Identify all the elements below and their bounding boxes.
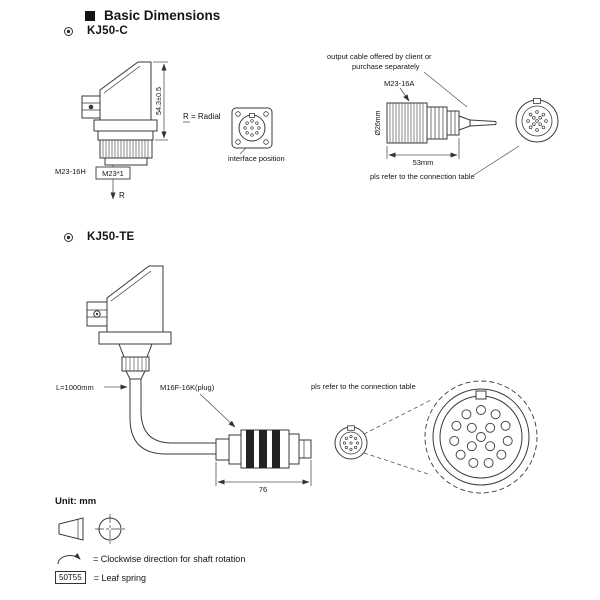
- kj50c-interface-note: interface position: [228, 154, 285, 163]
- leaf-spring-legend-row: 50T55 = Leaf spring: [55, 571, 146, 584]
- cable-tail: [469, 119, 497, 127]
- kj50c-height-dimension: [153, 61, 168, 141]
- flange-face-view: [231, 107, 273, 149]
- header-square-icon: [85, 10, 95, 21]
- kj50c-diameter-label: Ø26mm: [375, 110, 382, 135]
- crosshair-icon: [95, 514, 125, 544]
- rotation-note: = Clockwise direction for shaft rotation: [93, 554, 246, 564]
- gland-hatch: [125, 357, 147, 371]
- kj50c-side-view: [81, 61, 158, 167]
- legend-icons: [55, 513, 140, 552]
- cable-note-line1: output cable offered by client or: [327, 52, 432, 61]
- thread-hatch: [102, 140, 149, 158]
- kj50c-connection-note: pls refer to the connection table: [370, 172, 475, 181]
- m16-length-dimension: [215, 460, 312, 486]
- kj50te-plug-length-label: 76: [259, 485, 267, 494]
- interface-leader: [239, 147, 247, 155]
- plug-model-leader: [399, 87, 410, 102]
- m23-face-view: [515, 98, 559, 143]
- section-title-kj50c: KJ50-C: [87, 25, 128, 37]
- rib-lines: [430, 107, 444, 139]
- connection-note-leader: [473, 145, 520, 176]
- nut-lines: [450, 111, 456, 135]
- plug-leader: [199, 393, 236, 428]
- kj50c-length-label: 53mm: [413, 158, 434, 167]
- m16-plug-drawing: [215, 429, 312, 469]
- page-title: Basic Dimensions: [104, 8, 221, 23]
- m23-length-dimension: [386, 138, 460, 159]
- section-kj50c: KJ50-C: [63, 25, 128, 37]
- cone-icon: [58, 517, 84, 541]
- kj50c-plug-model-label: M23-16A: [384, 79, 414, 88]
- cable-note-leader: [423, 71, 468, 108]
- kj50c-height-dim-label: 54.3±0.5: [154, 87, 163, 115]
- section-bullet-icon: [64, 232, 73, 242]
- m16-detail-view: [424, 380, 538, 494]
- clockwise-arrow-icon: [57, 552, 81, 565]
- m23-connector-drawing: [386, 102, 497, 144]
- kj50c-thread-label: M23-16H: [55, 167, 86, 176]
- cable-note-line2: purchase separately: [352, 62, 420, 71]
- cable-bend: [129, 379, 216, 455]
- kj50te-connection-note: pls refer to the connection table: [311, 382, 416, 391]
- kj50te-plug-model-label: M16F-16K(plug): [160, 383, 215, 392]
- kj50te-side-view: [86, 265, 216, 455]
- kj50te-cable-length-label: L=1000mm: [56, 383, 94, 392]
- section-title-kj50te: KJ50-TE: [87, 231, 135, 243]
- page-header: Basic Dimensions: [85, 8, 220, 23]
- kj50c-radial-r-label: R: [119, 191, 125, 200]
- unit-note: Unit: mm: [55, 496, 97, 507]
- kj50c-radial-note: R = Radial: [183, 112, 221, 121]
- barrel-knurl: [389, 103, 424, 143]
- detail-projection-lines: [363, 399, 432, 476]
- leaf-spring-code: 50T55: [55, 571, 86, 584]
- rotation-legend-row: = Clockwise direction for shaft rotation: [55, 551, 245, 567]
- leaf-spring-note: = Leaf spring: [93, 572, 146, 583]
- m16-face-view: [334, 425, 368, 460]
- kj50c-thread-spec-label: M23*1: [102, 169, 124, 178]
- section-kj50te: KJ50-TE: [63, 231, 134, 243]
- section-bullet-icon: [64, 26, 73, 36]
